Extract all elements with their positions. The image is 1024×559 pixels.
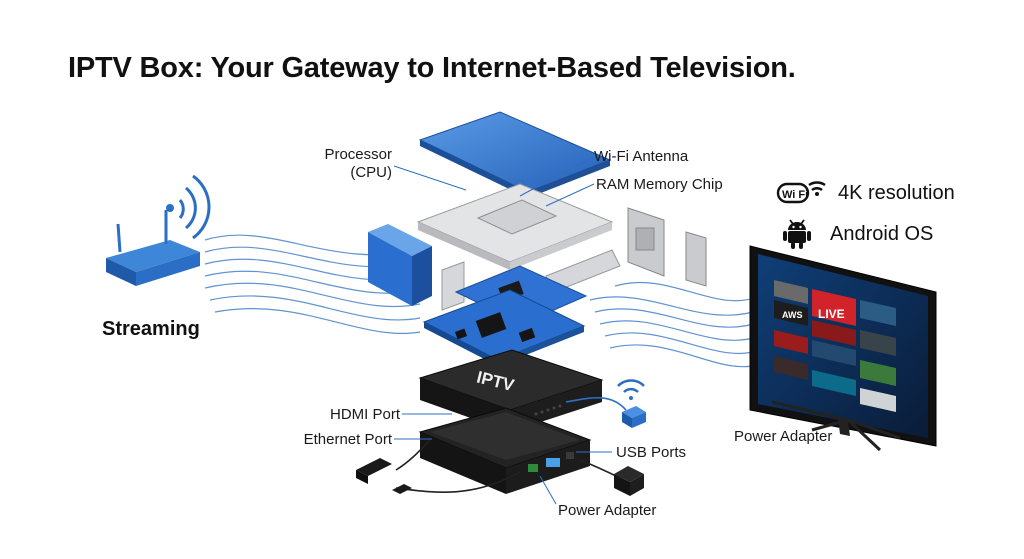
feature-android: Android OS <box>782 218 933 250</box>
leader-lines <box>393 157 612 505</box>
android-icon <box>783 219 811 249</box>
tv-power-adapter-label: Power Adapter <box>734 428 833 445</box>
router-icon <box>106 174 211 286</box>
iptv-box-top: IPTV <box>418 349 604 432</box>
streaming-waves <box>204 234 761 368</box>
power-adapter-brick <box>614 466 644 496</box>
ethernet-port-led <box>528 464 538 472</box>
processor-label-line1: Processor <box>324 146 392 163</box>
hdmi-port-label: HDMI Port <box>329 406 400 423</box>
wifi-dongle <box>617 379 646 428</box>
ethernet-port-label: Ethernet Port <box>303 431 392 448</box>
feature-android-label: Android OS <box>830 222 934 245</box>
hdmi-cable <box>395 439 431 471</box>
wifi-badge-text: Wi Fi <box>782 189 808 201</box>
processor-label: Processor (CPU) <box>300 146 392 182</box>
hdmi-plug-icon <box>356 458 392 484</box>
tv-tile-label: LIVE <box>818 307 845 321</box>
wifi-badge-icon: Wi Fi <box>776 181 826 204</box>
ram-memory-chip-board <box>416 183 614 270</box>
processor-label-line2: (CPU) <box>350 164 392 181</box>
tv-tile-label: AWS <box>782 310 803 320</box>
ram-chip-label: RAM Memory Chip <box>596 176 723 193</box>
tv-app-tiles: AWS LIVE <box>774 280 896 412</box>
processor-cover-plate <box>418 111 612 198</box>
wifi-antenna-label: Wi-Fi Antenna <box>594 148 689 165</box>
tv-stand-base <box>771 400 901 452</box>
blue-heatsink <box>368 224 432 306</box>
usb-ports-label: USB Ports <box>616 444 687 461</box>
feature-4k: Wi Fi 4K resolution <box>776 178 955 208</box>
metal-brackets <box>627 207 707 287</box>
streaming-label: Streaming <box>102 318 200 340</box>
usb-port <box>546 458 560 467</box>
usb-plug-icon <box>392 484 412 494</box>
iptv-box-base <box>418 407 592 494</box>
tv-monitor: AWS LIVE <box>749 245 937 452</box>
power-adapter-label: Power Adapter <box>558 502 657 519</box>
shield-piece <box>441 261 465 311</box>
feature-4k-label: 4K resolution <box>838 181 955 204</box>
page-title: IPTV Box: Your Gateway to Internet-Based… <box>68 52 796 84</box>
